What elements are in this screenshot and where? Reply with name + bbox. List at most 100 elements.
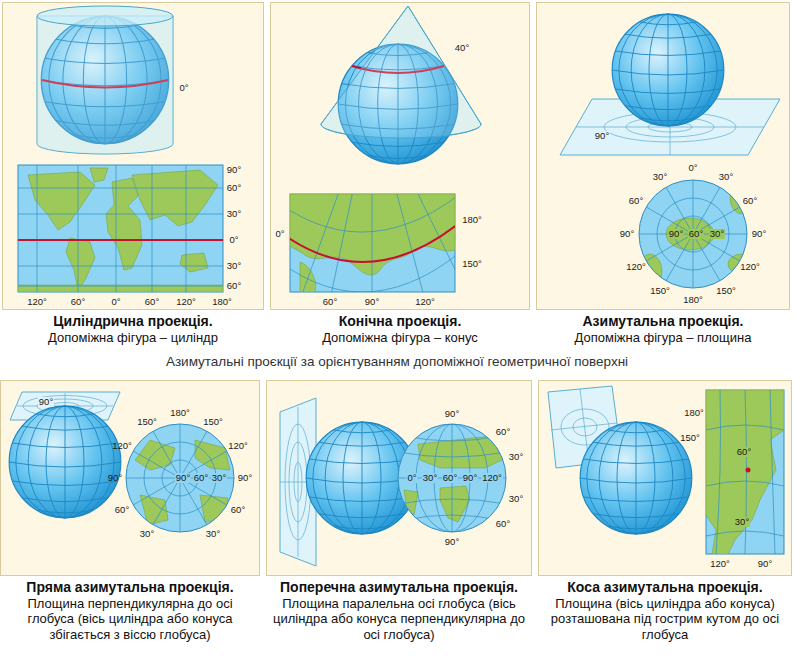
- azimuthal-map: [398, 424, 506, 532]
- caption-text: Допоміжна фігура – площина: [537, 330, 789, 346]
- degree-label: 120°: [625, 262, 647, 272]
- degree-label: 30°: [226, 261, 242, 271]
- conic-map: [372, 194, 373, 292]
- azimuthal-map: [135, 440, 230, 525]
- degree-label: 90°: [444, 537, 460, 547]
- azimuthal-map: [405, 436, 499, 441]
- conic-map: [290, 194, 455, 292]
- cylindrical-map: [18, 165, 223, 292]
- cylindrical-map: [18, 239, 223, 241]
- degree-label: 90°: [757, 559, 773, 569]
- cone-globe: [321, 6, 481, 138]
- panel-ground: [538, 380, 792, 576]
- degree-label: 180°: [682, 295, 704, 305]
- caption-text: Площина (вісь циліндра або конуса) розта…: [539, 596, 791, 643]
- azimuthal-map: [126, 424, 234, 532]
- panel-ground: [2, 2, 264, 310]
- plane-globe: [612, 14, 724, 126]
- azimuthal-map: [195, 440, 230, 470]
- section-heading: Азимутальні проєкції за орієнтуванням до…: [0, 354, 794, 370]
- degree-label: 60°: [70, 297, 86, 307]
- cylindrical-map: [152, 165, 153, 292]
- degree-label: 60°: [628, 196, 644, 206]
- conic-map: [300, 194, 372, 292]
- degree-label: 60°: [322, 297, 338, 307]
- panel-ground: [266, 380, 532, 576]
- cone-globe: [321, 6, 481, 138]
- degree-label: 90°: [619, 229, 635, 239]
- cylindrical-map: [132, 170, 218, 226]
- degree-label: 60°: [193, 473, 209, 483]
- panel-ground: [270, 2, 530, 310]
- degree-label: 120°: [175, 297, 197, 307]
- azimuthal-map: [404, 436, 506, 522]
- caption-heading: Конічна проекція.: [271, 313, 529, 330]
- degree-label: 180°: [461, 215, 483, 225]
- plane-globe: [560, 14, 780, 155]
- cone-globe: [321, 6, 481, 164]
- degree-label: 120°: [739, 262, 761, 272]
- azimuthal-map: [398, 424, 506, 532]
- oblique-map: [746, 468, 751, 473]
- degree-label: 0°: [228, 235, 239, 245]
- plane-globe: [551, 423, 617, 430]
- panel-caption: Циліндрична проекція.Допоміжна фігура – …: [3, 313, 263, 345]
- degree-label: 90°: [38, 397, 54, 407]
- panel-ground: [536, 2, 790, 310]
- degree-label: 90°: [175, 473, 191, 483]
- oblique-map: [706, 390, 784, 554]
- degree-label: 30°: [205, 529, 221, 539]
- panel-caption: Поперечна азимутальна проекція.Площина п…: [267, 579, 531, 643]
- degree-label: 90°: [668, 229, 684, 239]
- degree-label: 180°: [169, 408, 191, 418]
- degree-label: 90°: [226, 165, 242, 175]
- conic-map: [290, 194, 455, 292]
- cylindrical-map: [18, 188, 223, 189]
- caption-heading: Поперечна азимутальна проекція.: [267, 579, 531, 596]
- cylinder-globe: [37, 16, 173, 154]
- degree-label: 0°: [687, 163, 698, 173]
- panel-caption: Конічна проекція.Допоміжна фігура – кону…: [271, 313, 529, 345]
- degree-label: 90°: [462, 473, 478, 483]
- degree-label: 90°: [444, 409, 460, 419]
- cylindrical-map: [18, 214, 223, 215]
- cylindrical-map: [116, 165, 117, 292]
- cylindrical-map: [18, 286, 223, 287]
- conic-map: [290, 194, 455, 275]
- cylindrical-map: [180, 253, 208, 272]
- degree-label: 150°: [461, 259, 483, 269]
- cylindrical-map: [18, 168, 223, 292]
- plane-globe: [548, 386, 692, 534]
- degree-label: 120°: [26, 297, 48, 307]
- caption-heading: Циліндрична проекція.: [3, 313, 263, 330]
- conic-map: [372, 194, 455, 292]
- azimuthal-map: [398, 424, 506, 532]
- azimuthal-map: [133, 451, 227, 505]
- degree-label: 90°: [107, 473, 123, 483]
- caption-text: Допоміжна фігура – циліндр: [3, 330, 263, 346]
- degree-label: 60°: [495, 427, 511, 437]
- degree-label: 40°: [454, 43, 470, 53]
- degree-label: 60°: [144, 297, 160, 307]
- degree-label: 120°: [111, 441, 133, 451]
- degree-label: 0°: [406, 473, 417, 483]
- azimuthal-map: [646, 207, 740, 261]
- caption-heading: Пряма азимутальна проекція.: [1, 579, 259, 596]
- degree-label: 90°: [364, 297, 380, 307]
- oblique-map: [706, 390, 784, 554]
- degree-label: 60°: [226, 281, 242, 291]
- azimuthal-map: [398, 499, 506, 504]
- conic-map: [290, 194, 455, 232]
- cylindrical-map: [18, 165, 223, 292]
- degree-label: 150°: [715, 286, 737, 296]
- oblique-map: [706, 481, 784, 486]
- oblique-map: [706, 531, 784, 536]
- conic-map: [280, 100, 470, 300]
- degree-label: 150°: [136, 417, 158, 427]
- degree-label: 0°: [110, 297, 121, 307]
- oblique-map: [706, 390, 784, 554]
- degree-label: 30°: [139, 529, 155, 539]
- degree-label: 60°: [226, 183, 242, 193]
- degree-label: 120°: [709, 559, 731, 569]
